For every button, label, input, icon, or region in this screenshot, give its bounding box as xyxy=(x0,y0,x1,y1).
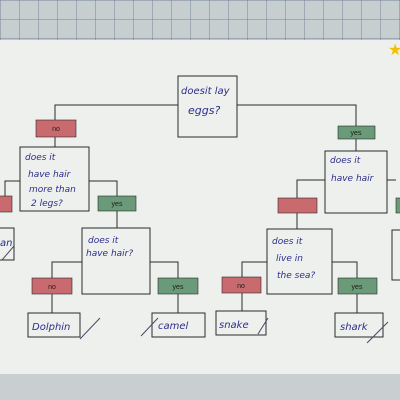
q4-line-3: the sea? xyxy=(277,271,315,281)
root-question-text: doesit lay eggs? xyxy=(181,86,231,117)
no-tag-bg xyxy=(31,277,73,295)
q2-line-1: does it xyxy=(330,156,361,166)
edge-q3-yes xyxy=(150,261,179,278)
edge-q1-left xyxy=(4,180,20,196)
q1-line-1: does it xyxy=(25,153,56,163)
sheet-bottom-edge xyxy=(0,374,400,400)
tag-q2-no xyxy=(277,197,318,214)
q4-line-1: does it xyxy=(272,237,303,247)
hair-right-question-text: does it have hair xyxy=(330,156,375,184)
pen-tick-marks xyxy=(1,245,389,344)
edge-q4-no xyxy=(241,261,267,277)
tag-q3-no: no xyxy=(31,277,73,295)
edge-q4-yes xyxy=(332,261,358,278)
tag-q4-yes: yes xyxy=(337,277,378,295)
tick-mark xyxy=(79,317,101,340)
root-line-2: eggs? xyxy=(188,104,220,117)
no-tag-bg xyxy=(277,197,318,214)
hair-right-question-box xyxy=(324,150,388,214)
star-icon: ★ xyxy=(388,40,400,59)
yes-tag-bg xyxy=(337,125,376,140)
no-tag-bg xyxy=(221,276,262,294)
right-edge-question-box xyxy=(391,229,400,281)
tag-q4-no: no xyxy=(221,276,262,294)
hair-legs-question-text: does it have hair more than 2 legs? xyxy=(25,153,76,209)
q1-line-4: 2 legs? xyxy=(31,199,63,209)
edge-q2-no xyxy=(296,179,325,198)
snake-answer-box xyxy=(215,310,267,336)
yes-tag-bg xyxy=(97,195,137,212)
no-tag-bg xyxy=(35,119,77,138)
edge-q1-yes xyxy=(89,180,118,196)
q3-line-1: does it xyxy=(88,236,119,246)
no-tag-bg xyxy=(0,195,13,213)
tag-q2-right xyxy=(395,197,400,214)
answer-left-edge: an xyxy=(0,238,12,249)
tick-mark xyxy=(257,317,269,335)
tag-root-yes: yes xyxy=(337,125,376,140)
hair-legs-question-box xyxy=(19,146,90,212)
q4-line-2: live in xyxy=(276,254,303,264)
no-tag-label: no xyxy=(237,283,245,290)
edge-root-yes xyxy=(237,104,357,126)
yes-tag-label: yes xyxy=(352,284,363,291)
hair-mid-question-box xyxy=(81,227,151,295)
tag-q3-yes: yes xyxy=(157,277,199,295)
shark-answer-box xyxy=(334,312,384,338)
edge-q3-no xyxy=(51,261,82,278)
root-question-box xyxy=(177,75,238,138)
tick-mark xyxy=(140,317,159,337)
sea-question-text: does it live in the sea? xyxy=(272,237,315,281)
yes-tag-bg xyxy=(337,277,378,295)
tag-q1-left xyxy=(0,195,13,213)
tick-mark xyxy=(1,245,15,261)
sea-question-box xyxy=(266,228,333,295)
dolphin-answer-box xyxy=(27,312,81,338)
no-tag-label: no xyxy=(48,284,56,291)
printed-sheet xyxy=(0,40,400,375)
root-line-1: doesit lay xyxy=(181,86,231,97)
q3-line-2: have hair? xyxy=(86,249,133,259)
yes-tag-label: yes xyxy=(173,284,184,291)
q1-line-2: have hair xyxy=(28,170,72,180)
tick-mark xyxy=(366,321,389,344)
answer-snake: snake xyxy=(219,320,249,331)
answer-dolphin: Dolphin xyxy=(32,322,70,333)
yes-tag-bg xyxy=(157,277,199,295)
yes-tag-bg xyxy=(395,197,400,214)
tag-root-no: no xyxy=(35,119,77,138)
answer-camel: camel xyxy=(158,321,189,332)
hair-mid-question-text: does it have hair? xyxy=(86,236,133,259)
yes-tag-label: yes xyxy=(112,201,123,208)
q1-line-3: more than xyxy=(29,185,76,195)
yes-tag-label: yes xyxy=(351,130,362,137)
q2-line-2: have hair xyxy=(331,174,375,184)
no-tag-label: no xyxy=(52,126,60,133)
tag-q1-yes: yes xyxy=(97,195,137,212)
tree-edges xyxy=(4,104,396,313)
answer-shark: shark xyxy=(340,322,369,333)
edge-root-no xyxy=(54,104,178,120)
